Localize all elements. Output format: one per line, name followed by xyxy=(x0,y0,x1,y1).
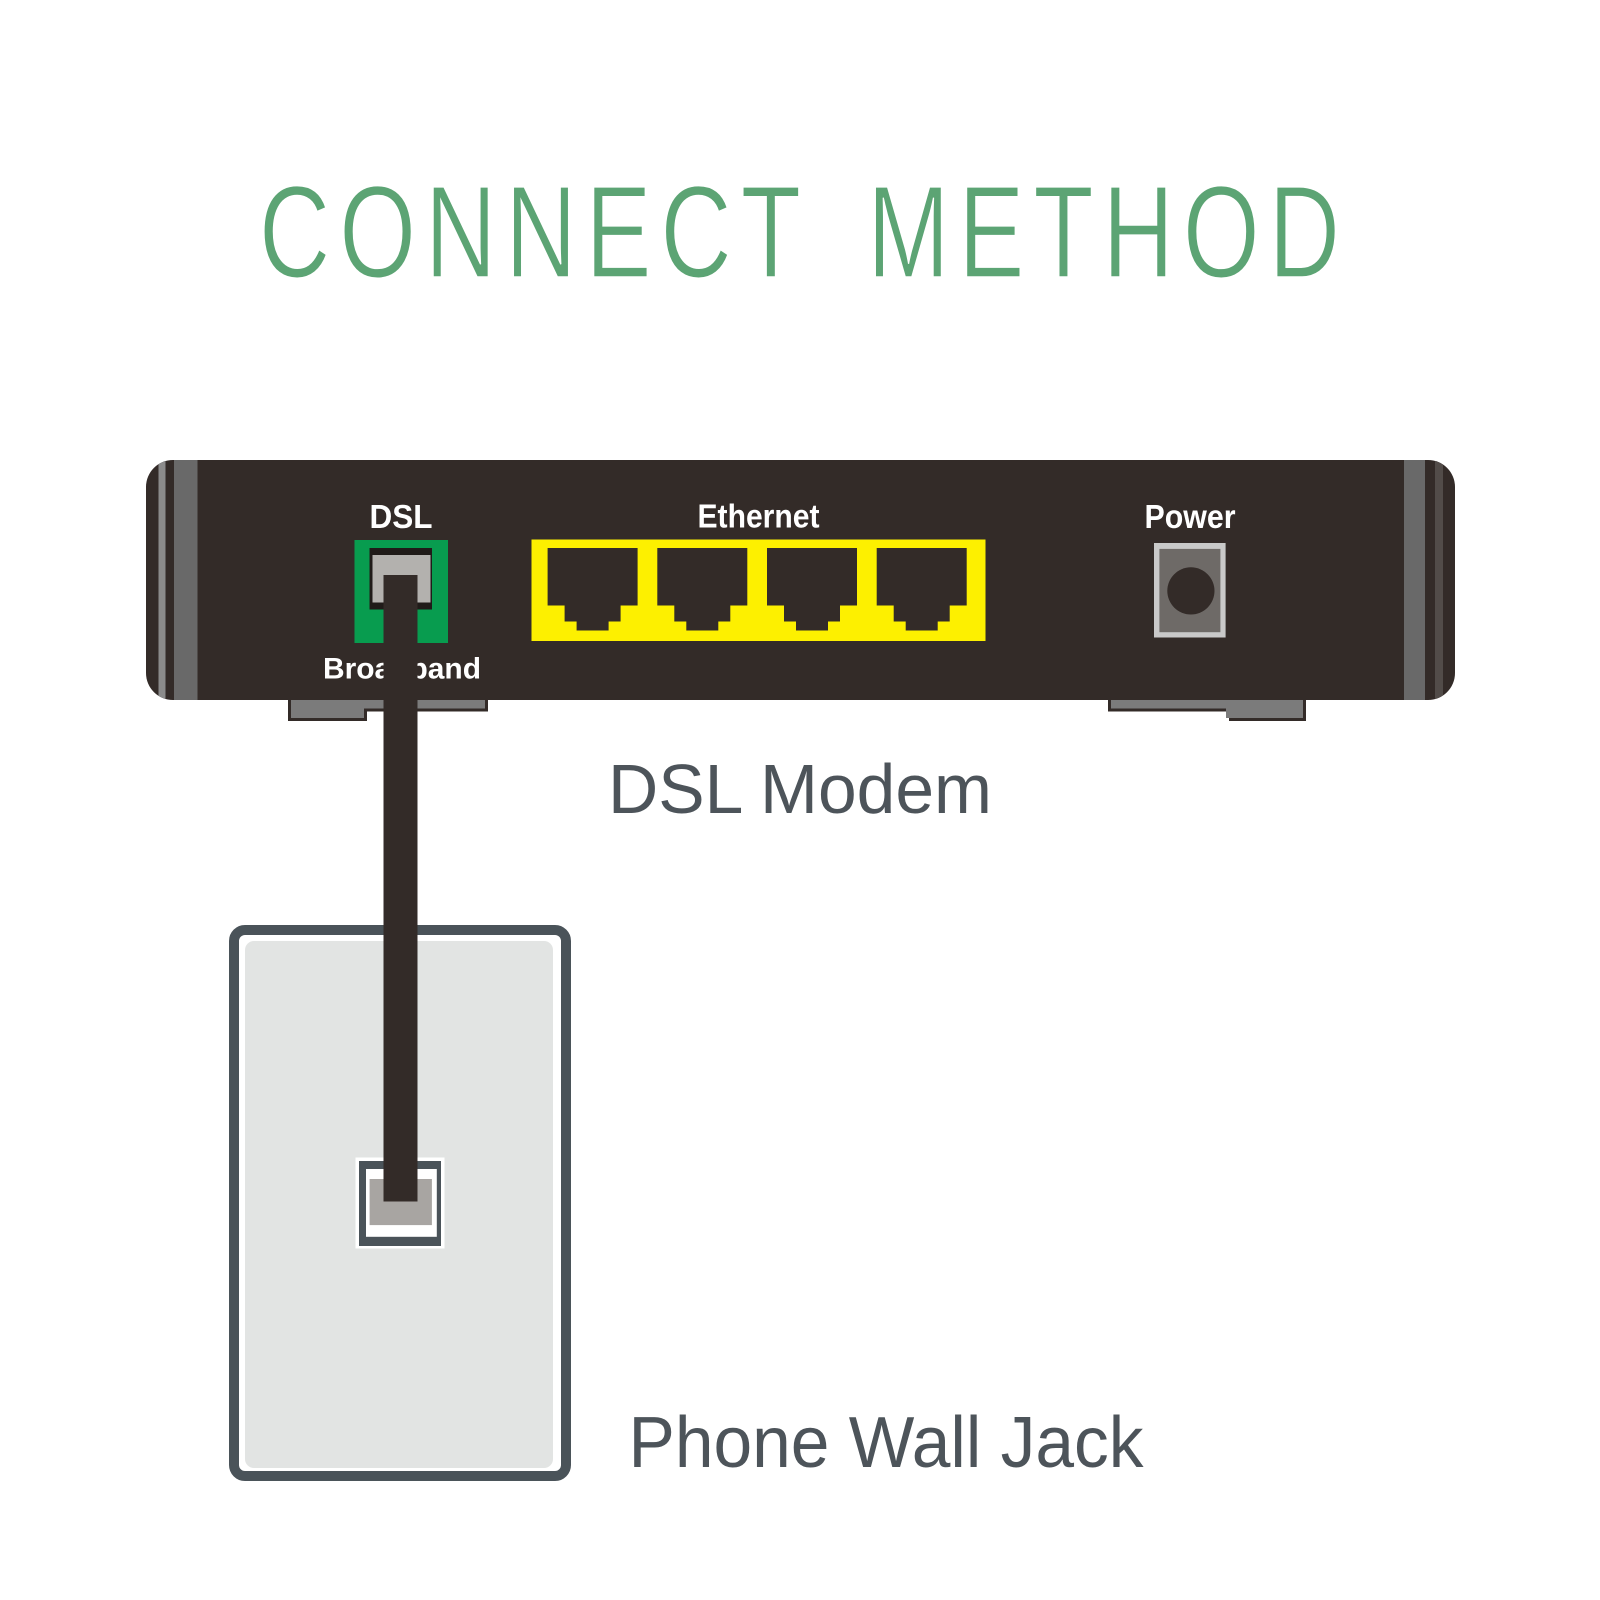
svg-text:Ethernet: Ethernet xyxy=(698,498,820,535)
svg-text:Power: Power xyxy=(1145,498,1236,535)
svg-text:DSL Modem: DSL Modem xyxy=(608,750,992,828)
svg-text:DSL: DSL xyxy=(370,498,433,535)
svg-text:Phone Wall Jack: Phone Wall Jack xyxy=(629,1403,1145,1483)
svg-text:CONNECT METHOD: CONNECT METHOD xyxy=(259,158,1349,305)
